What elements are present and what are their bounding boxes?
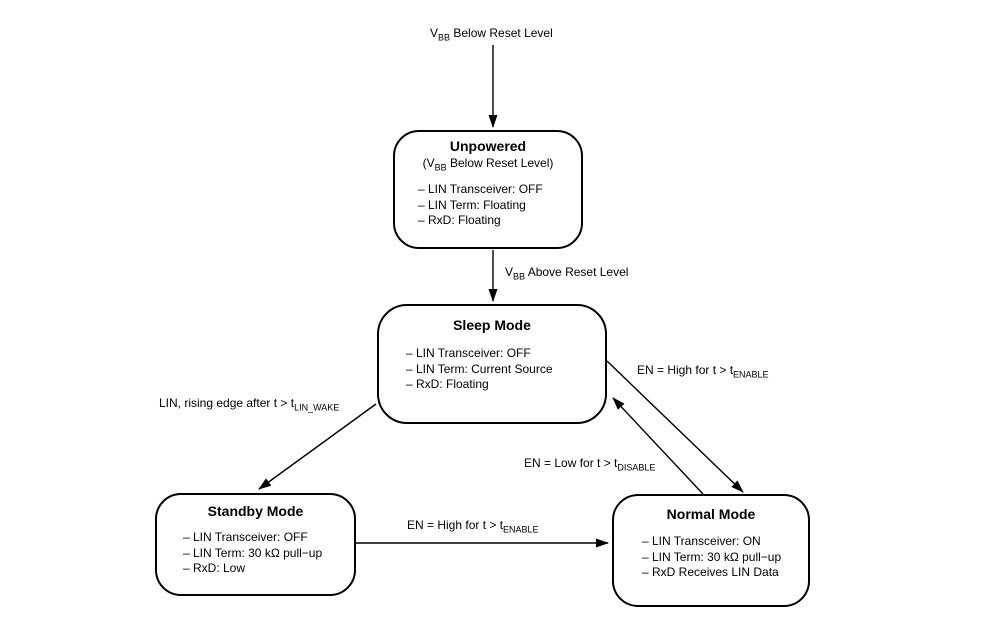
label-text: EN = Low for t > t [524, 456, 618, 470]
label-text: LIN, rising edge after t > t [159, 396, 295, 410]
state-properties: – LIN Transceiver: OFF – LIN Term: Float… [395, 182, 581, 229]
label-en-high-enable-lower: EN = High for t > tENABLE [407, 518, 539, 535]
label-text: Above Reset Level [525, 265, 629, 279]
label-subscript: ENABLE [503, 524, 539, 535]
state-property: – LIN Term: Floating [418, 197, 526, 212]
arrow-sleep-to-standby [258, 403, 377, 490]
state-title: Standby Mode [207, 503, 304, 519]
label-subscript: BB [513, 271, 526, 282]
label-vbb-below-reset: VBB Below Reset Level [430, 26, 553, 43]
label-text: EN = High for t > t [407, 518, 504, 532]
state-property: – RxD: Floating [406, 377, 489, 391]
subtitle-text: (V [422, 156, 435, 170]
state-property: – LIN Transceiver: OFF [406, 346, 531, 360]
state-property: – LIN Term: Current Source [406, 361, 553, 376]
label-text: V [505, 265, 514, 279]
state-property: – LIN Transceiver: OFF [183, 530, 308, 544]
state-property: – LIN Transceiver: OFF [418, 182, 543, 196]
arrow-sleep-to-normal [606, 360, 744, 493]
state-box-normal-mode: Normal Mode – LIN Transceiver: ON – LIN … [612, 494, 810, 607]
label-lin-rising-edge: LIN, rising edge after t > tLIN_WAKE [159, 396, 340, 413]
state-property: – LIN Transceiver: ON [642, 534, 761, 548]
state-property: – RxD: Floating [418, 213, 501, 227]
state-properties: – LIN Transceiver: OFF – LIN Term: Curre… [379, 346, 605, 393]
state-properties: – LIN Transceiver: OFF – LIN Term: 30 kΩ… [157, 530, 354, 577]
label-vbb-above-reset: VBB Above Reset Level [505, 265, 629, 282]
label-text: EN = High for t > t [637, 363, 734, 377]
state-property: – LIN Term: 30 kΩ pull−up [183, 545, 323, 560]
state-title: Unpowered [449, 138, 527, 154]
state-properties: – LIN Transceiver: ON – LIN Term: 30 kΩ … [614, 534, 808, 581]
state-title: Normal Mode [666, 506, 756, 522]
state-box-standby-mode: Standby Mode – LIN Transceiver: OFF – LI… [155, 493, 356, 596]
label-subscript: DISABLE [617, 462, 656, 473]
state-property: – RxD: Low [183, 561, 246, 575]
label-subscript: LIN_WAKE [294, 402, 340, 413]
state-box-unpowered: Unpowered (VBB Below Reset Level) – LIN … [393, 130, 583, 249]
arrow-normal-to-sleep [612, 397, 704, 495]
state-property: – LIN Term: 30 kΩ pull−up [642, 549, 782, 564]
state-title: Sleep Mode [453, 317, 531, 333]
label-subscript: ENABLE [733, 369, 769, 380]
label-text: Below Reset Level [450, 26, 553, 40]
label-subscript: BB [438, 32, 451, 43]
subtitle-subscript: BB [434, 162, 447, 173]
state-subtitle: (VBB Below Reset Level) [395, 156, 581, 173]
label-en-low-disable: EN = Low for t > tDISABLE [524, 456, 656, 473]
subtitle-text: Below Reset Level) [446, 156, 554, 170]
state-box-sleep-mode: Sleep Mode – LIN Transceiver: OFF – LIN … [377, 304, 607, 424]
label-text: V [430, 26, 439, 40]
label-en-high-enable-upper: EN = High for t > tENABLE [637, 363, 769, 380]
state-property: – RxD Receives LIN Data [642, 565, 779, 579]
